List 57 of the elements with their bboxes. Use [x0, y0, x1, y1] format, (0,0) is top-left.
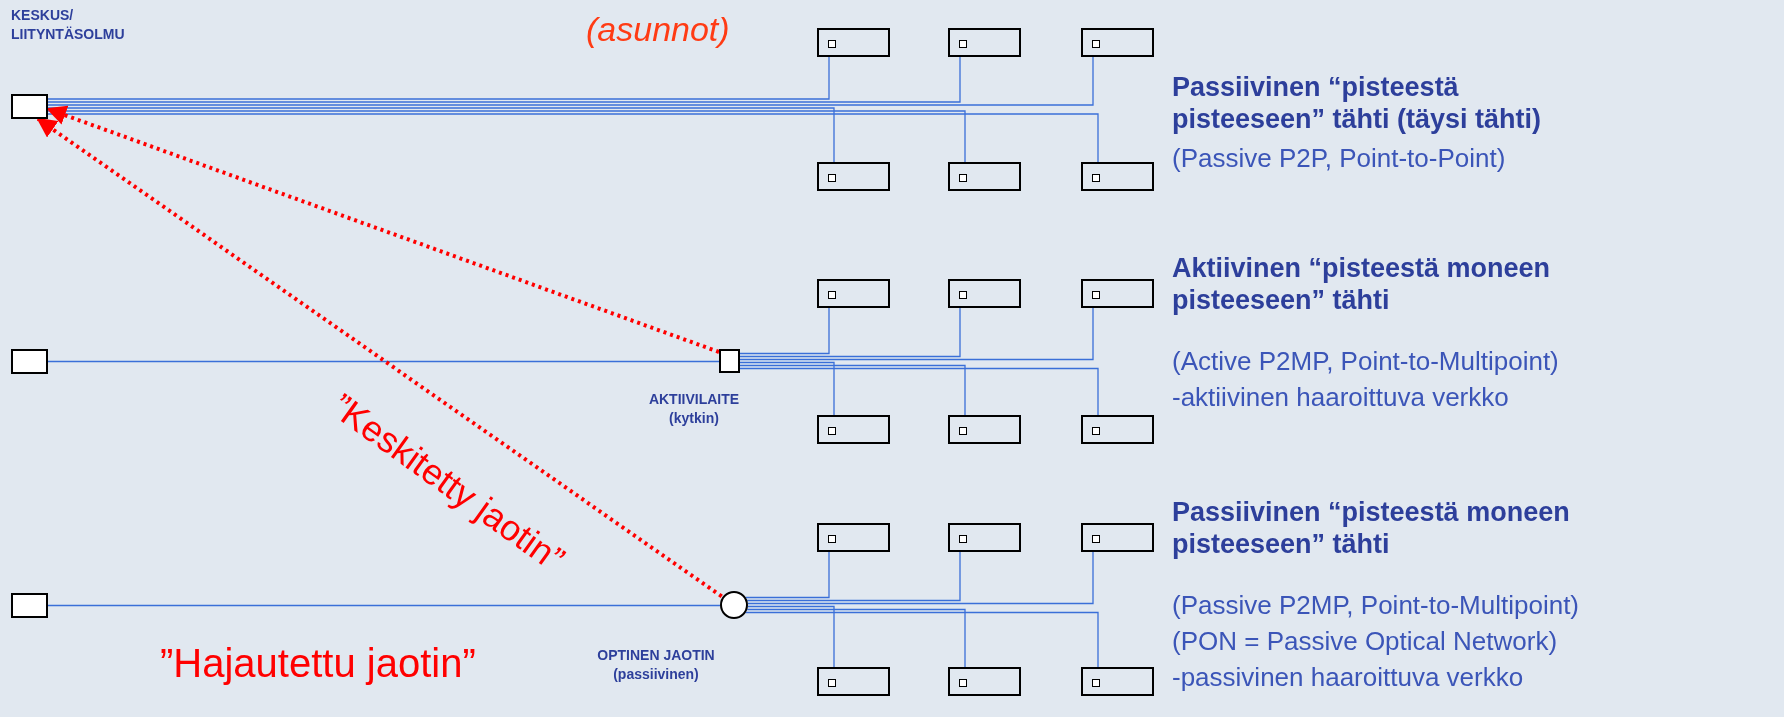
home-box — [948, 28, 1021, 57]
home-box — [948, 415, 1021, 444]
node-caption: KESKUS/ LIITYNTÄSOLMU — [11, 6, 126, 44]
topology-description: (Active P2MP, Point-to-Multipoint) — [1172, 346, 1559, 377]
fiber-line — [47, 360, 720, 363]
home-box — [817, 162, 890, 191]
fiber-line — [47, 604, 721, 607]
topology-description: -passivinen haaroittuva verkko — [1172, 662, 1524, 693]
central-office-box — [11, 94, 48, 119]
fiber-line — [739, 307, 1094, 361]
fiber-line — [745, 551, 830, 599]
home-box — [948, 162, 1021, 191]
fiber-line — [739, 361, 835, 416]
topology-heading: Aktiivinen “pisteestä moneen pisteeseen” tähti — [1172, 253, 1552, 317]
home-box — [1081, 279, 1154, 308]
fiber-line — [47, 56, 1094, 106]
fiber-line — [739, 367, 1099, 416]
topology-description: (PON = Passive Optical Network) — [1172, 626, 1558, 657]
topology-description: (Passive P2P, Point-to-Point) — [1172, 143, 1506, 174]
fiber-line — [739, 364, 966, 416]
fiber-line — [747, 605, 835, 668]
home-box — [1081, 523, 1154, 552]
fiber-line — [47, 56, 961, 103]
home-box — [1081, 28, 1154, 57]
home-box — [948, 667, 1021, 696]
fiber-line — [739, 307, 961, 358]
fiber-line — [739, 307, 830, 355]
annotation: ”Hajautettu jaotin” — [160, 641, 476, 686]
node-caption: AKTIIVILAITE (kytkin) — [647, 390, 741, 428]
node-caption: OPTINEN JAOTIN (passiivinen) — [596, 646, 716, 684]
home-box — [948, 279, 1021, 308]
central-office-box — [11, 349, 48, 374]
residences-label: (asunnot) — [586, 10, 730, 49]
home-box — [817, 415, 890, 444]
fiber-line — [746, 551, 961, 602]
central-office-box — [11, 593, 48, 618]
fiber-line — [746, 608, 966, 668]
fiber-line — [47, 56, 830, 100]
home-box — [817, 523, 890, 552]
home-box — [817, 28, 890, 57]
home-box — [817, 279, 890, 308]
fiber-line — [745, 611, 1099, 668]
splitter-circle — [720, 591, 748, 619]
home-box — [817, 667, 890, 696]
fiber-line — [47, 107, 835, 163]
fiber-line — [747, 551, 1094, 605]
switch-box — [719, 349, 740, 373]
topology-heading: Passiivinen “pisteestä pisteeseen” tähti (täysi tähti) — [1172, 72, 1543, 136]
home-box — [1081, 415, 1154, 444]
fiber-line — [47, 113, 1099, 163]
topology-description: -aktiivinen haaroittuva verkko — [1172, 382, 1509, 413]
home-box — [1081, 162, 1154, 191]
topology-description: (Passive P2MP, Point-to-Multipoint) — [1172, 590, 1579, 621]
topology-heading: Passiivinen “pisteestä moneen pisteeseen” tähti — [1172, 497, 1571, 561]
dotted-arrow — [36, 117, 723, 599]
home-box — [948, 523, 1021, 552]
home-box — [1081, 667, 1154, 696]
